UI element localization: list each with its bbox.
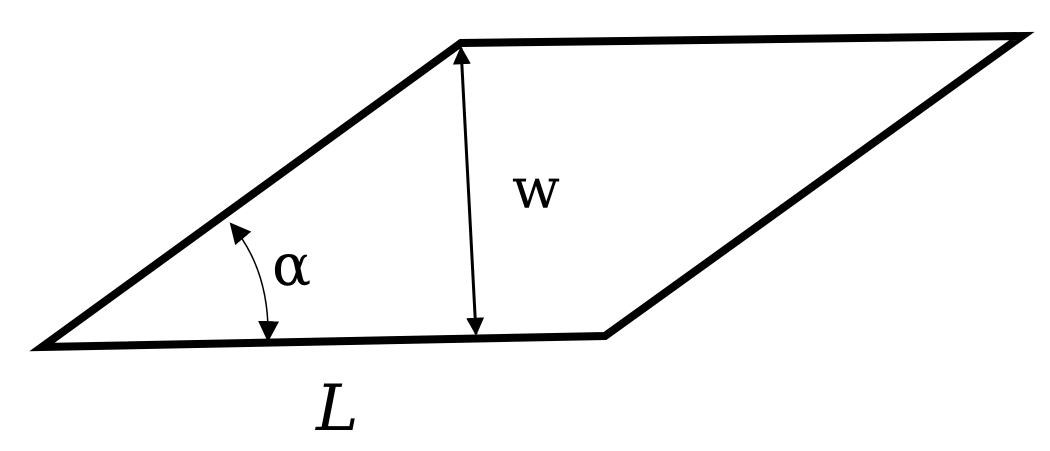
- angle-label: α: [272, 231, 311, 299]
- height-label: w: [512, 157, 560, 222]
- angle-arc: [229, 222, 280, 343]
- base-label: L: [315, 372, 359, 446]
- height-arrow: [452, 46, 485, 336]
- parallelogram-shape: [29, 31, 1035, 352]
